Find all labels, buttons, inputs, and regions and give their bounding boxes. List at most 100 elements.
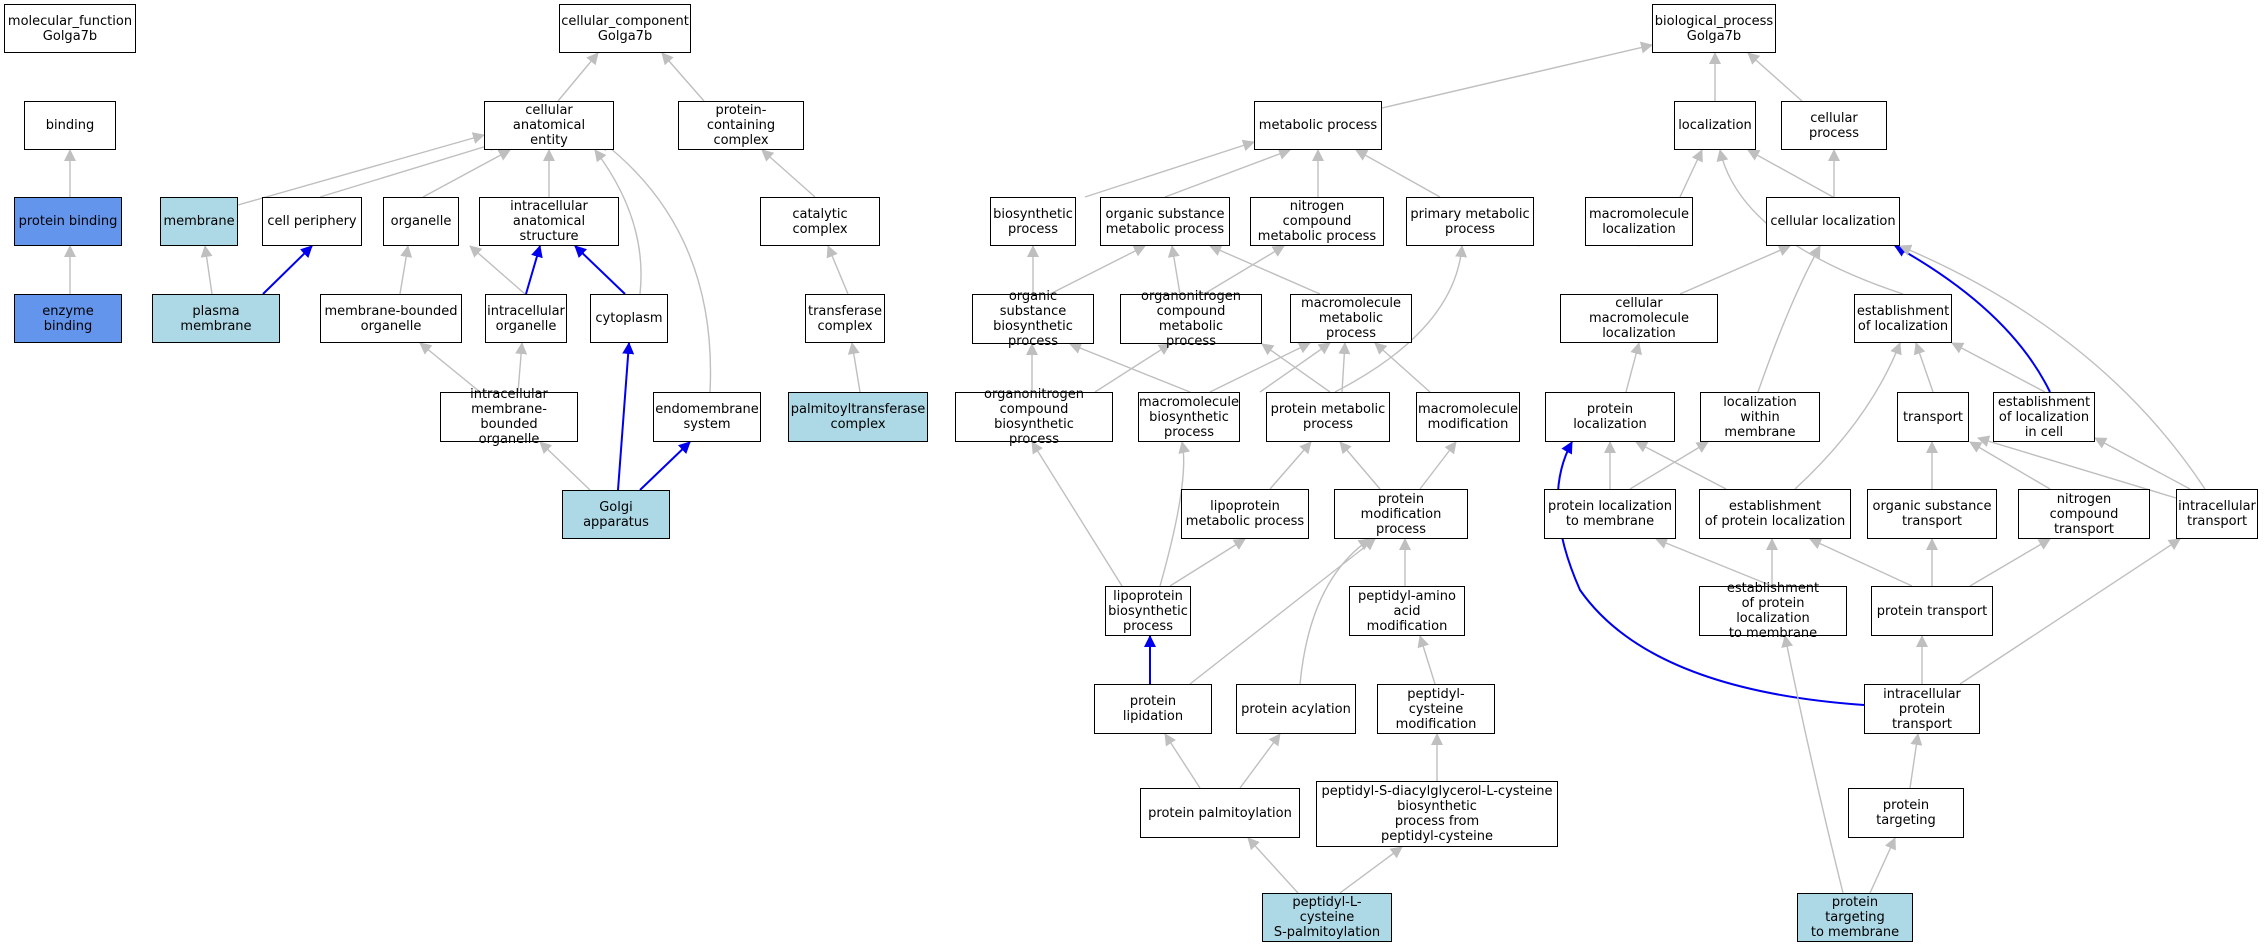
node-biosynthetic-process[interactable]: biosynthetic process xyxy=(990,197,1076,246)
node-organonitrogen-compound-metabolic-process[interactable]: organonitrogen compound metabolic proces… xyxy=(1120,289,1262,349)
node-localization[interactable]: localization xyxy=(1674,101,1756,150)
edge xyxy=(1247,837,1299,894)
node-protein-targeting-to-membrane[interactable]: protein targeting to membrane xyxy=(1797,893,1913,942)
node-protein-metabolic-process[interactable]: protein metabolic process xyxy=(1266,392,1390,442)
edge xyxy=(1747,52,1803,102)
node-cellular-component[interactable]: cellular_component Golga7b xyxy=(559,4,691,53)
node-cellular-localization[interactable]: cellular localization xyxy=(1766,197,1900,246)
edge xyxy=(1679,149,1703,198)
edge xyxy=(1269,441,1312,490)
node-protein-transport[interactable]: protein transport xyxy=(1871,586,1993,636)
edge xyxy=(1031,441,1123,587)
node-primary-metabolic-process[interactable]: primary metabolic process xyxy=(1406,197,1534,246)
node-protein-palmitoylation[interactable]: protein palmitoylation xyxy=(1140,788,1300,838)
node-biological-process[interactable]: biological_process Golga7b xyxy=(1652,4,1776,53)
edge xyxy=(1969,441,2051,490)
node-localization-within-membrane[interactable]: localization within membrane xyxy=(1700,392,1820,442)
edge xyxy=(1794,342,1902,490)
node-establishment-of-localization-in-cell[interactable]: establishment of localization in cell xyxy=(1993,392,2095,442)
node-intracellular-protein-transport[interactable]: intracellular protein transport xyxy=(1864,684,1980,734)
node-establishment-of-protein-localization[interactable]: establishment of protein localization xyxy=(1699,489,1851,539)
node-cytoplasm[interactable]: cytoplasm xyxy=(590,294,668,343)
node-golgi-apparatus[interactable]: Golgi apparatus xyxy=(562,490,670,539)
edge xyxy=(1781,635,1844,894)
node-protein-binding[interactable]: protein binding xyxy=(14,197,122,246)
node-lipoprotein-metabolic-process[interactable]: lipoprotein metabolic process xyxy=(1181,489,1309,539)
node-metabolic-process[interactable]: metabolic process xyxy=(1254,101,1382,150)
node-establishment-of-protein-localization-to-membrane[interactable]: establishment of protein localization to… xyxy=(1699,581,1847,641)
node-peptidyl-cysteine-modification[interactable]: peptidyl-cysteine modification xyxy=(1377,684,1495,734)
edge xyxy=(1655,537,1773,587)
node-membrane-bounded-organelle[interactable]: membrane-bounded organelle xyxy=(320,294,462,343)
node-palmitoyltransferase-complex[interactable]: palmitoyltransferase complex xyxy=(788,392,928,442)
node-macromolecule-modification[interactable]: macromolecule modification xyxy=(1416,392,1520,442)
node-cell-periphery[interactable]: cell periphery xyxy=(262,197,362,246)
edge xyxy=(1625,342,1642,393)
node-transferase-complex[interactable]: transferase complex xyxy=(805,294,885,343)
edge xyxy=(1299,538,1371,685)
edge xyxy=(1909,733,1923,789)
node-protein-containing-complex[interactable]: protein-containing complex xyxy=(678,101,804,150)
edge xyxy=(661,52,705,102)
node-intracellular-membrane-bounded-organelle[interactable]: intracellular membrane-bounded organelle xyxy=(440,387,578,447)
node-protein-acylation[interactable]: protein acylation xyxy=(1236,684,1356,734)
edge xyxy=(1261,343,1331,393)
edge xyxy=(1334,245,1468,393)
node-binding[interactable]: binding xyxy=(24,101,116,150)
node-cellular-process[interactable]: cellular process xyxy=(1781,101,1887,150)
edge xyxy=(1049,245,1146,295)
edge xyxy=(1094,343,1171,393)
node-protein-localization[interactable]: protein localization xyxy=(1545,392,1675,442)
node-catalytic-complex[interactable]: catalytic complex xyxy=(760,197,880,246)
node-intracellular-transport[interactable]: intracellular transport xyxy=(2176,489,2258,539)
edge xyxy=(1069,342,1191,393)
node-macromolecule-metabolic-process[interactable]: macromolecule metabolic process xyxy=(1290,294,1412,343)
node-peptidyl-s-diacylglycerol-l-cysteine-biosynthetic-process[interactable]: peptidyl-S-diacylglycerol-L-cysteine bio… xyxy=(1316,781,1558,847)
node-membrane[interactable]: membrane xyxy=(160,197,238,246)
node-protein-lipidation[interactable]: protein lipidation xyxy=(1094,684,1212,734)
node-macromolecule-biosynthetic-process[interactable]: macromolecule biosynthetic process xyxy=(1138,392,1240,442)
edge xyxy=(1084,139,1255,198)
node-peptidyl-amino-acid-modification[interactable]: peptidyl-amino acid modification xyxy=(1349,586,1465,636)
node-protein-localization-to-membrane[interactable]: protein localization to membrane xyxy=(1544,489,1676,539)
node-protein-modification-process[interactable]: protein modification process xyxy=(1334,489,1468,539)
node-organelle[interactable]: organelle xyxy=(383,197,459,246)
node-transport[interactable]: transport xyxy=(1897,392,1969,442)
node-cellular-macromolecule-localization[interactable]: cellular macromolecule localization xyxy=(1560,294,1718,343)
edge xyxy=(2094,437,2191,490)
node-plasma-membrane[interactable]: plasma membrane xyxy=(152,294,280,343)
node-lipoprotein-biosynthetic-process[interactable]: lipoprotein biosynthetic process xyxy=(1105,586,1191,636)
edge xyxy=(419,342,481,393)
node-organonitrogen-compound-biosynthetic-process[interactable]: organonitrogen compound biosynthetic pro… xyxy=(955,387,1113,447)
node-organic-substance-metabolic-process[interactable]: organic substance metabolic process xyxy=(1100,197,1230,246)
edge xyxy=(1747,149,1834,198)
node-molecular-function[interactable]: molecular_function Golga7b xyxy=(4,4,136,53)
edge xyxy=(1164,733,1201,789)
edge xyxy=(1899,244,2206,490)
edge xyxy=(1169,538,1246,587)
edge xyxy=(1951,342,2046,393)
node-nitrogen-compound-metabolic-process[interactable]: nitrogen compound metabolic process xyxy=(1250,197,1384,246)
edge xyxy=(1679,244,1791,295)
node-cellular-anatomical-entity[interactable]: cellular anatomical entity xyxy=(484,101,614,150)
node-establishment-of-localization[interactable]: establishment of localization xyxy=(1854,294,1952,343)
node-nitrogen-compound-transport[interactable]: nitrogen compound transport xyxy=(2018,489,2150,539)
node-enzyme-binding[interactable]: enzyme binding xyxy=(14,294,122,343)
edge xyxy=(1209,244,1321,295)
edge-highlighted xyxy=(1894,245,2051,393)
node-intracellular-organelle[interactable]: intracellular organelle xyxy=(485,294,567,343)
edge xyxy=(237,132,485,206)
edge xyxy=(1869,837,1896,894)
node-intracellular-anatomical-structure[interactable]: intracellular anatomical structure xyxy=(479,197,619,246)
node-macromolecule-localization[interactable]: macromolecule localization xyxy=(1585,197,1693,246)
node-peptidyl-l-cysteine-s-palmitoylation[interactable]: peptidyl-L-cysteine S-palmitoylation xyxy=(1262,893,1392,942)
node-organic-substance-transport[interactable]: organic substance transport xyxy=(1867,489,1997,539)
edge xyxy=(422,149,511,198)
node-protein-targeting[interactable]: protein targeting xyxy=(1848,788,1964,838)
node-endomembrane-system[interactable]: endomembrane system xyxy=(653,392,761,442)
edge-highlighted xyxy=(262,245,313,295)
edge xyxy=(1629,441,1709,490)
node-organic-substance-biosynthetic-process[interactable]: organic substance biosynthetic process xyxy=(972,289,1094,349)
edge xyxy=(319,139,501,198)
